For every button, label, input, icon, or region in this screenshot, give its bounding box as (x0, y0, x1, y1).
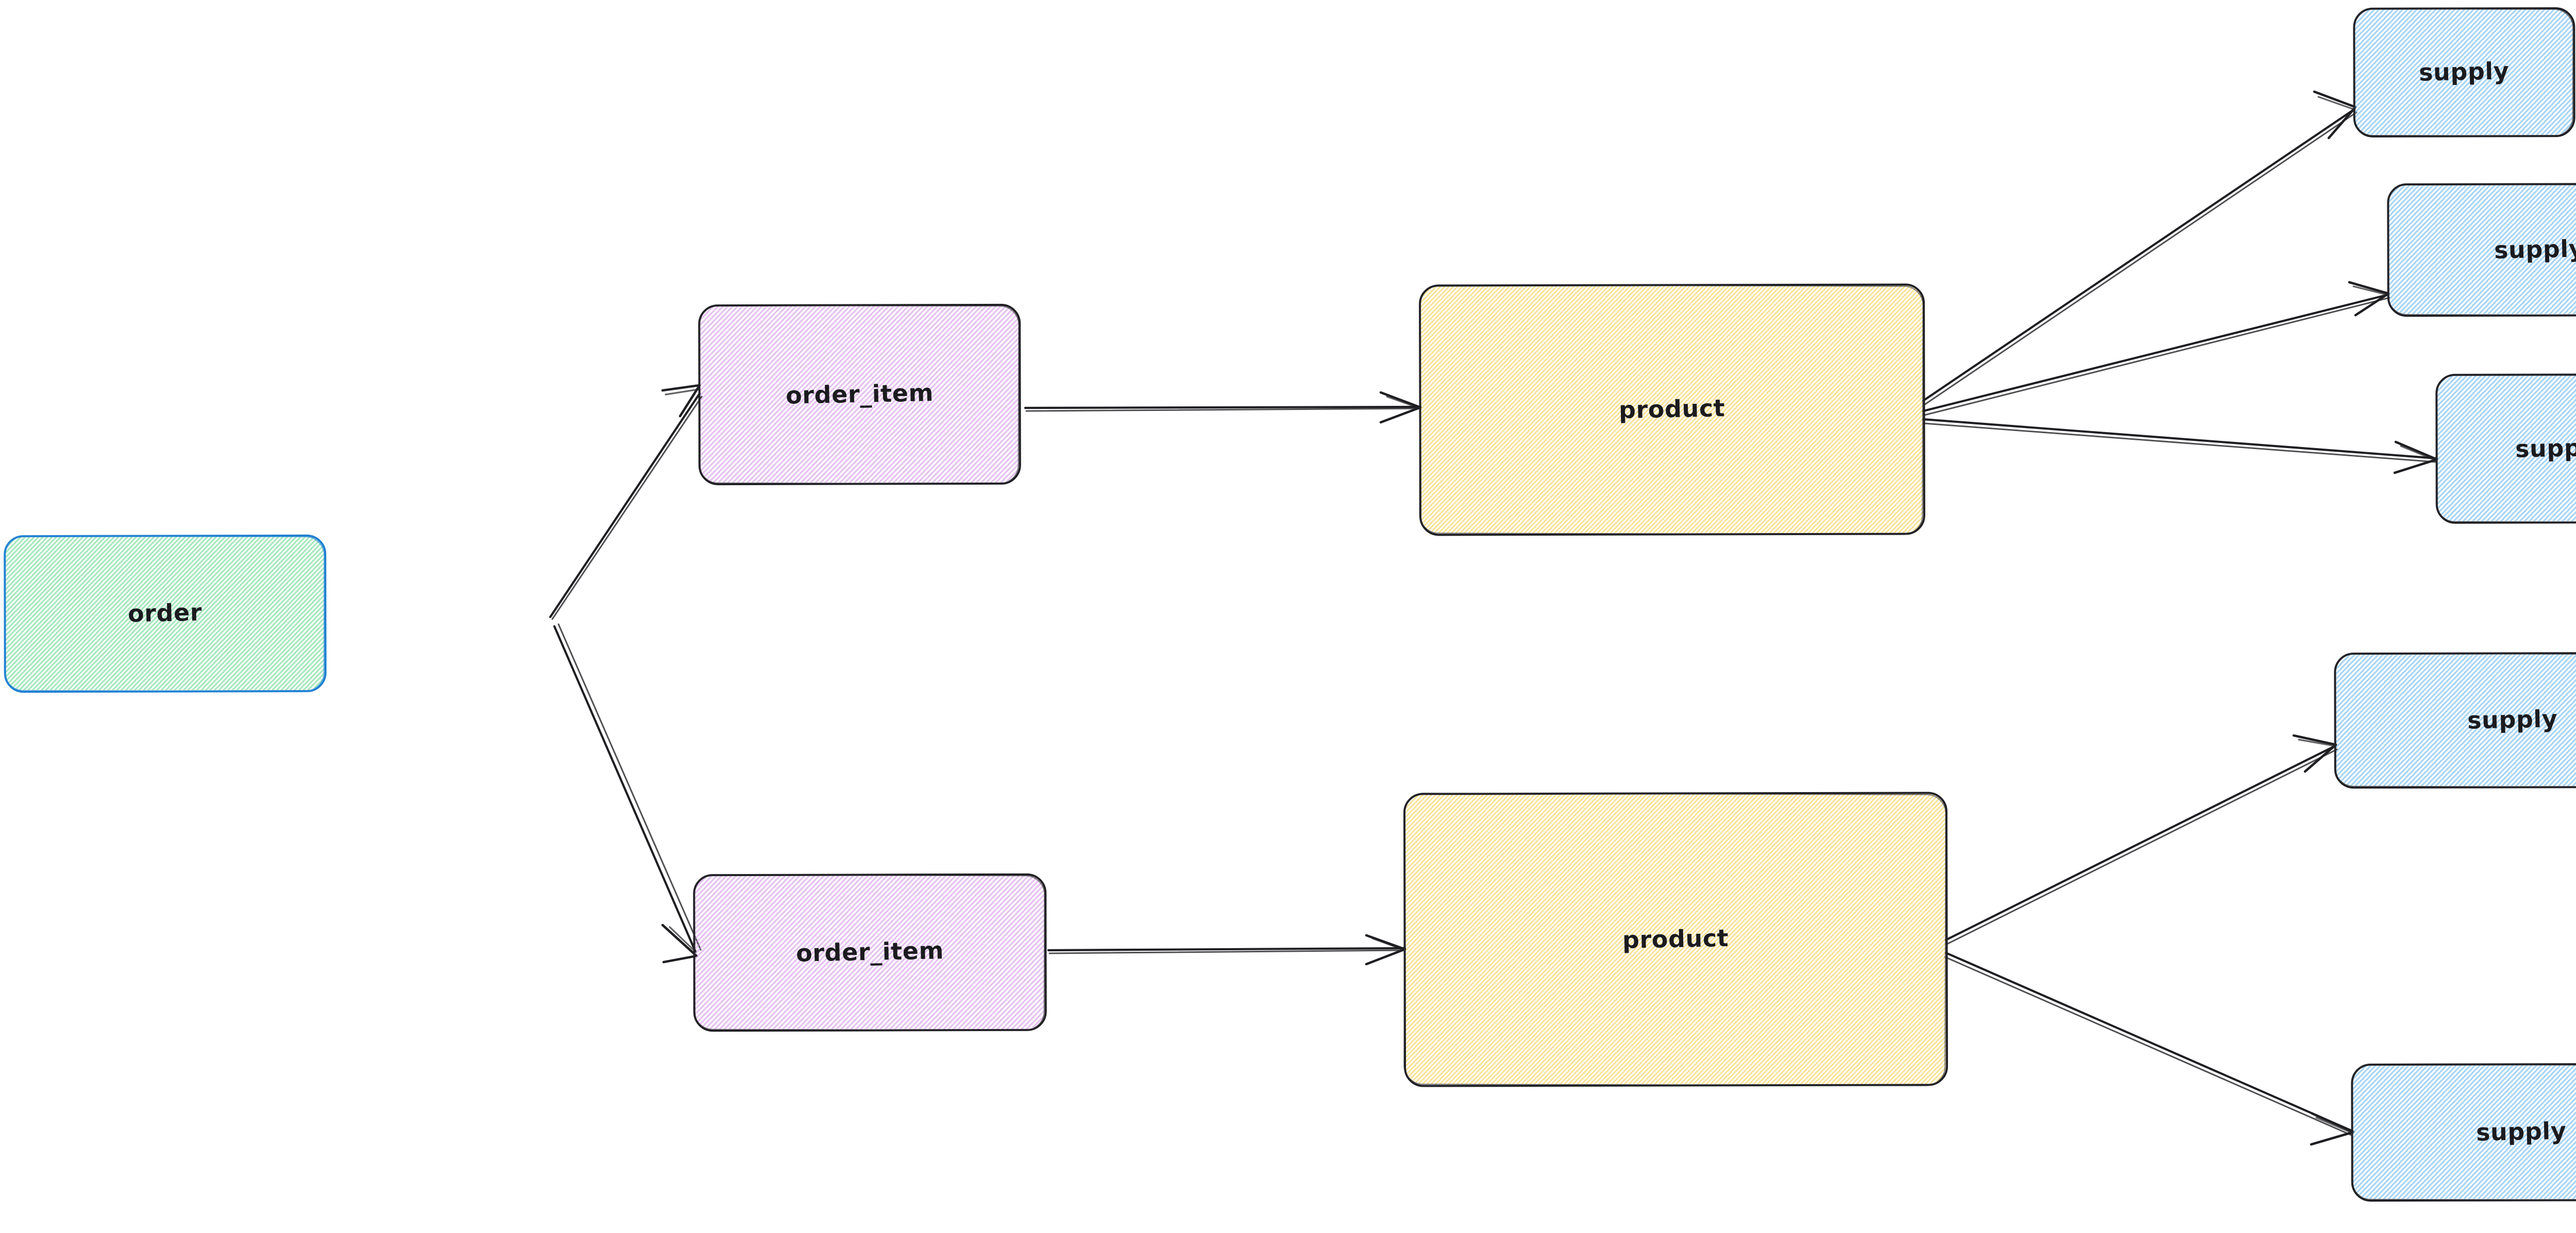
node-supply-2[interactable]: supply (2388, 184, 2576, 314)
edge-order-item-1-to-product-1 (1024, 391, 1422, 424)
node-supply-4-label: supply (2467, 705, 2558, 734)
edge-product-2-to-supply-4 (1944, 734, 2338, 945)
node-supply-5-fill (2352, 1064, 2576, 1199)
node-order-item-1-label: order_item (785, 378, 934, 409)
node-order-item-2[interactable]: order_item (694, 875, 1045, 1029)
node-supply-3-label: supply (2515, 433, 2576, 463)
node-supply-2-label: supply (2494, 234, 2576, 264)
node-order-item-1[interactable]: order_item (700, 305, 1019, 483)
edge-order-item-2-to-product-2 (1047, 934, 1406, 966)
edge-product-2-to-supply-5 (1944, 951, 2355, 1146)
node-product-1-label: product (1618, 394, 1725, 424)
node-product-2[interactable]: product (1405, 793, 1946, 1084)
node-supply-4[interactable]: supply (2335, 653, 2576, 786)
node-order-fill (5, 536, 325, 690)
edge-order-to-order-item-1 (549, 384, 703, 620)
node-order-item-1-fill (700, 305, 1019, 483)
node-supply-4-fill (2335, 653, 2576, 786)
node-supply-1-label: supply (2418, 57, 2510, 87)
node-product-1[interactable]: product (1420, 285, 1923, 533)
node-supply-3-fill (2437, 374, 2576, 521)
edge-product-1-to-supply-3 (1922, 418, 2438, 474)
edge-order-to-order-item-2 (553, 623, 702, 964)
node-order-label: order (127, 598, 202, 628)
node-product-1-fill (1420, 285, 1923, 533)
node-order-item-2-fill (694, 875, 1045, 1029)
node-supply-1[interactable]: supply (2354, 8, 2573, 135)
node-product-2-label: product (1622, 923, 1729, 954)
node-order[interactable]: order (5, 536, 325, 690)
node-product-2-fill (1405, 793, 1946, 1084)
node-supply-3[interactable]: supply (2437, 374, 2576, 521)
node-supply-5[interactable]: supply (2352, 1064, 2576, 1199)
edge-product-1-to-supply-2 (1922, 281, 2391, 416)
edge-product-1-to-supply-1 (1922, 90, 2358, 406)
node-supply-2-fill (2388, 184, 2576, 314)
node-order-item-2-label: order_item (795, 936, 944, 967)
node-supply-1-fill (2354, 8, 2573, 135)
node-supply-5-label: supply (2476, 1117, 2567, 1146)
